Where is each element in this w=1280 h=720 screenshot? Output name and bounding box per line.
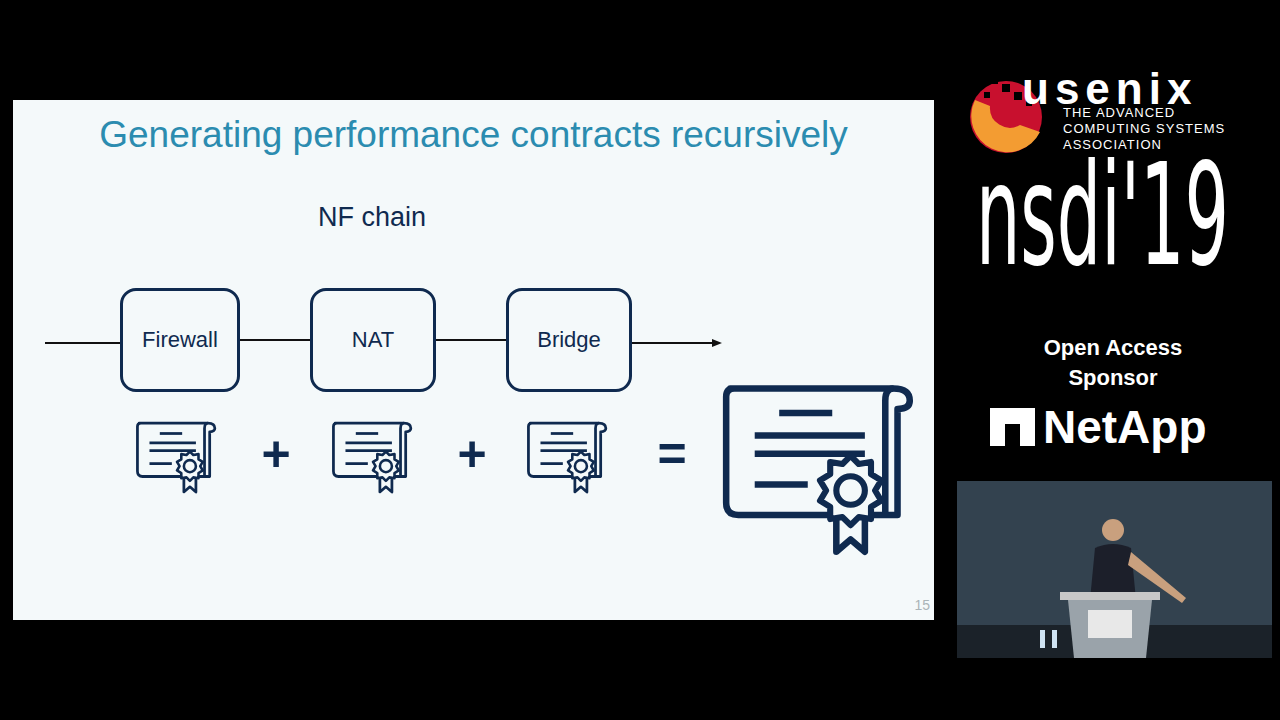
- combined-contract-icon: [726, 389, 910, 552]
- slide-title: Generating performance contracts recursi…: [13, 114, 934, 156]
- netapp-logo-mark: [990, 408, 1035, 446]
- process-box: Bridge: [506, 288, 632, 392]
- equals-sign: =: [642, 426, 702, 482]
- contract-icon: [137, 423, 214, 492]
- contract-icon: [333, 423, 410, 492]
- slide-background: [13, 100, 934, 620]
- sponsor-heading: Open Access Sponsor: [1013, 333, 1213, 393]
- process-box: NAT: [310, 288, 436, 392]
- speaker-video: [957, 481, 1272, 658]
- output-arrowhead: [712, 339, 722, 347]
- chain-link: [436, 339, 506, 341]
- plus-sign: +: [442, 426, 502, 482]
- node-label: Bridge: [537, 327, 601, 353]
- input-wire: [45, 342, 120, 344]
- node-label: Firewall: [142, 327, 218, 353]
- node-label: NAT: [352, 327, 394, 353]
- process-box: Firewall: [120, 288, 240, 392]
- contract-icon: [528, 423, 605, 492]
- chain-link: [240, 339, 310, 341]
- chain-heading: NF chain: [272, 202, 472, 233]
- slide-number: 15: [900, 597, 930, 613]
- conference-logo: nsdi'19: [976, 146, 1229, 286]
- plus-sign: +: [246, 426, 306, 482]
- output-wire: [631, 342, 713, 344]
- sponsor-logo: NetApp: [1043, 400, 1207, 454]
